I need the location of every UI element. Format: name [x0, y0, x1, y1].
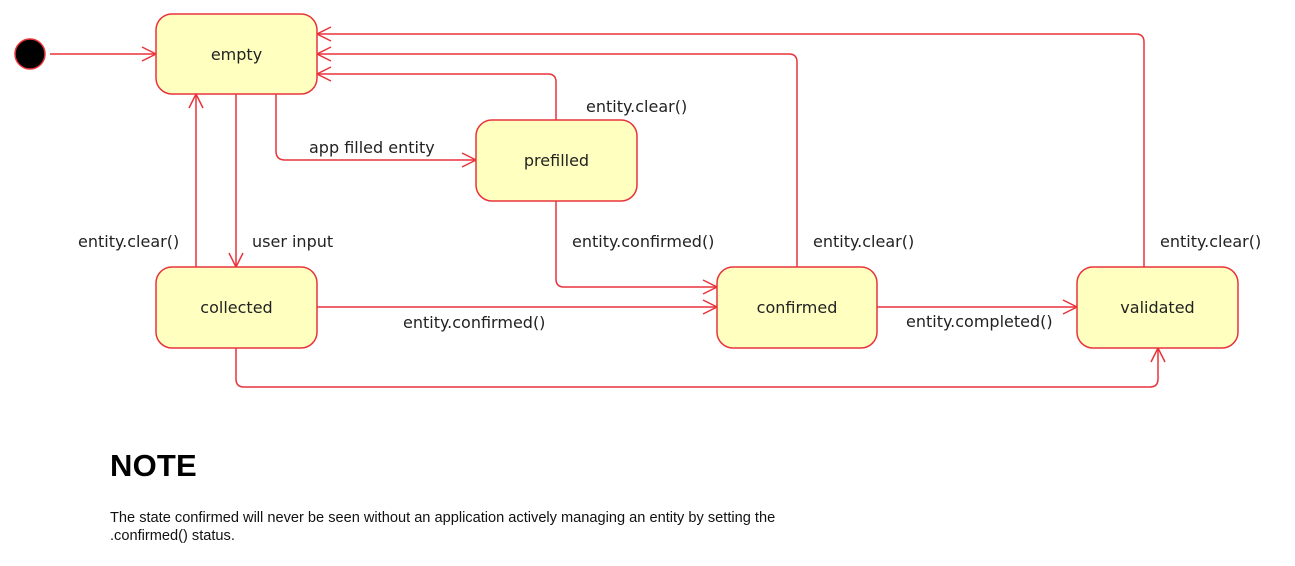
label-confirmed-to-empty: entity.clear()	[813, 232, 914, 251]
state-empty: empty	[155, 13, 318, 95]
state-prefilled: prefilled	[475, 119, 638, 202]
state-label-validated: validated	[1120, 298, 1194, 317]
label-validated-to-empty: entity.clear()	[1160, 232, 1261, 251]
edge-empty-to-prefilled	[275, 94, 476, 161]
label-empty-to-prefilled: app filled entity	[309, 138, 435, 157]
label-collected-to-empty: entity.clear()	[78, 232, 179, 251]
label-prefilled-to-confirmed: entity.confirmed()	[572, 232, 714, 251]
edge-prefilled-to-empty	[317, 73, 557, 120]
edge-collected-to-validated	[235, 348, 1159, 388]
state-validated: validated	[1076, 266, 1239, 349]
state-label-empty: empty	[211, 45, 262, 64]
state-label-prefilled: prefilled	[524, 151, 589, 170]
label-collected-to-confirmed: entity.confirmed()	[403, 313, 545, 332]
edge-prefilled-to-confirmed	[555, 201, 717, 288]
initial-state	[14, 38, 46, 70]
edge-confirmed-to-empty	[317, 53, 798, 267]
state-confirmed: confirmed	[716, 266, 878, 349]
label-empty-to-collected: user input	[252, 232, 333, 251]
note-title: NOTE	[110, 448, 197, 483]
edge-validated-to-empty	[317, 33, 1145, 267]
state-label-confirmed: confirmed	[757, 298, 838, 317]
state-collected: collected	[155, 266, 318, 349]
note-text: The state confirmed will never be seen w…	[110, 510, 776, 544]
state-label-collected: collected	[200, 298, 272, 317]
label-prefilled-to-empty: entity.clear()	[586, 97, 687, 116]
label-confirmed-to-validated: entity.completed()	[906, 312, 1053, 331]
